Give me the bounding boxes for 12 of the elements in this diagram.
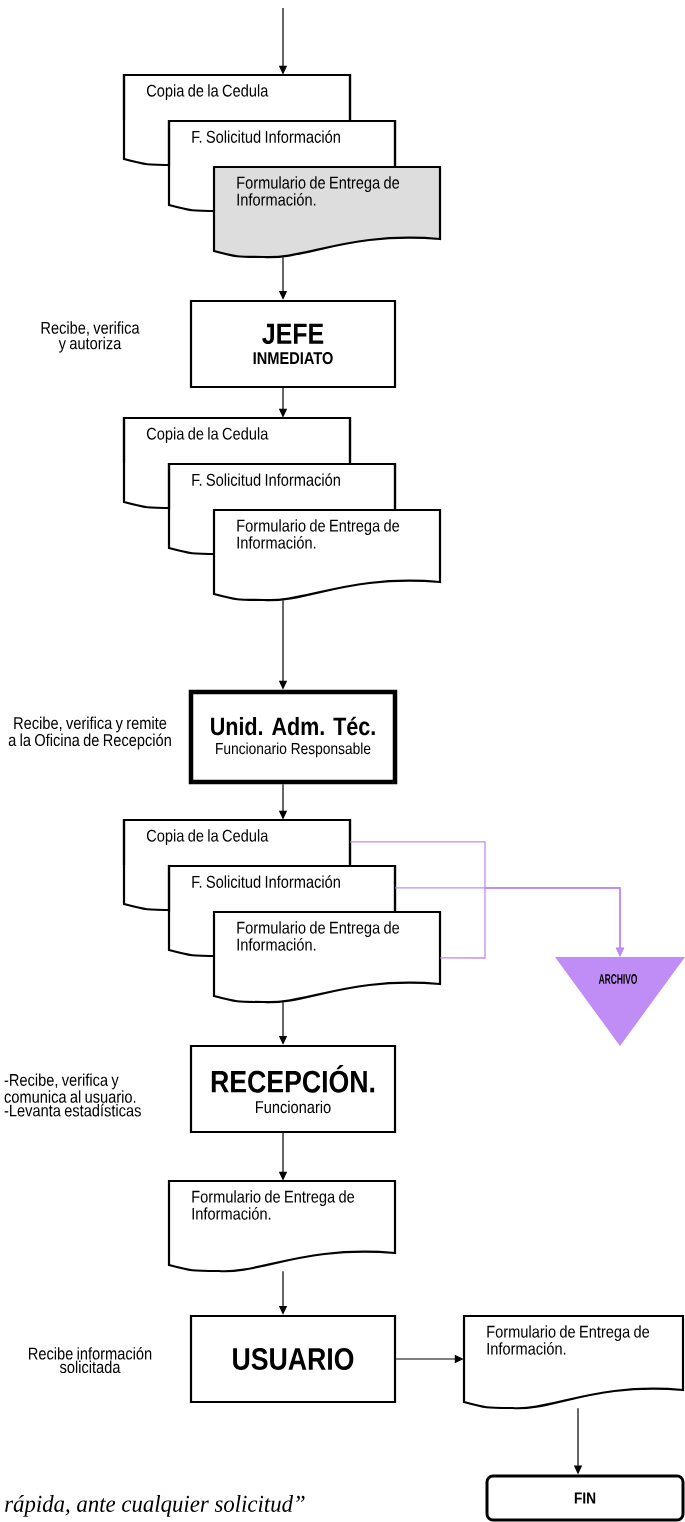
process-box: Unid. Adm. Téc. Funcionario Responsable (188, 689, 398, 785)
step-note: Recibe, verifica y autoriza (41, 321, 140, 353)
archive-triangle: ARCHIVO (555, 957, 685, 1046)
step-note: Recibe, verifica y remite a la Oficina de Recepción (8, 716, 171, 750)
step-note: Recibe información solicitada (29, 1346, 152, 1374)
process-box: USUARIO (189, 1314, 397, 1404)
step-note: -Recibe, verifica y comunica al usuario. -Levanta estadísticas (4, 1073, 141, 1117)
terminal-box: FIN (485, 1474, 685, 1522)
process-box: RECEPCIÓN. Funcionario (189, 1044, 397, 1134)
process-box: JEFE INMEDIATO (189, 299, 397, 389)
arrow (439, 887, 625, 959)
quote-text: rápida, ante cualquier solicitud” (5, 1495, 305, 1517)
